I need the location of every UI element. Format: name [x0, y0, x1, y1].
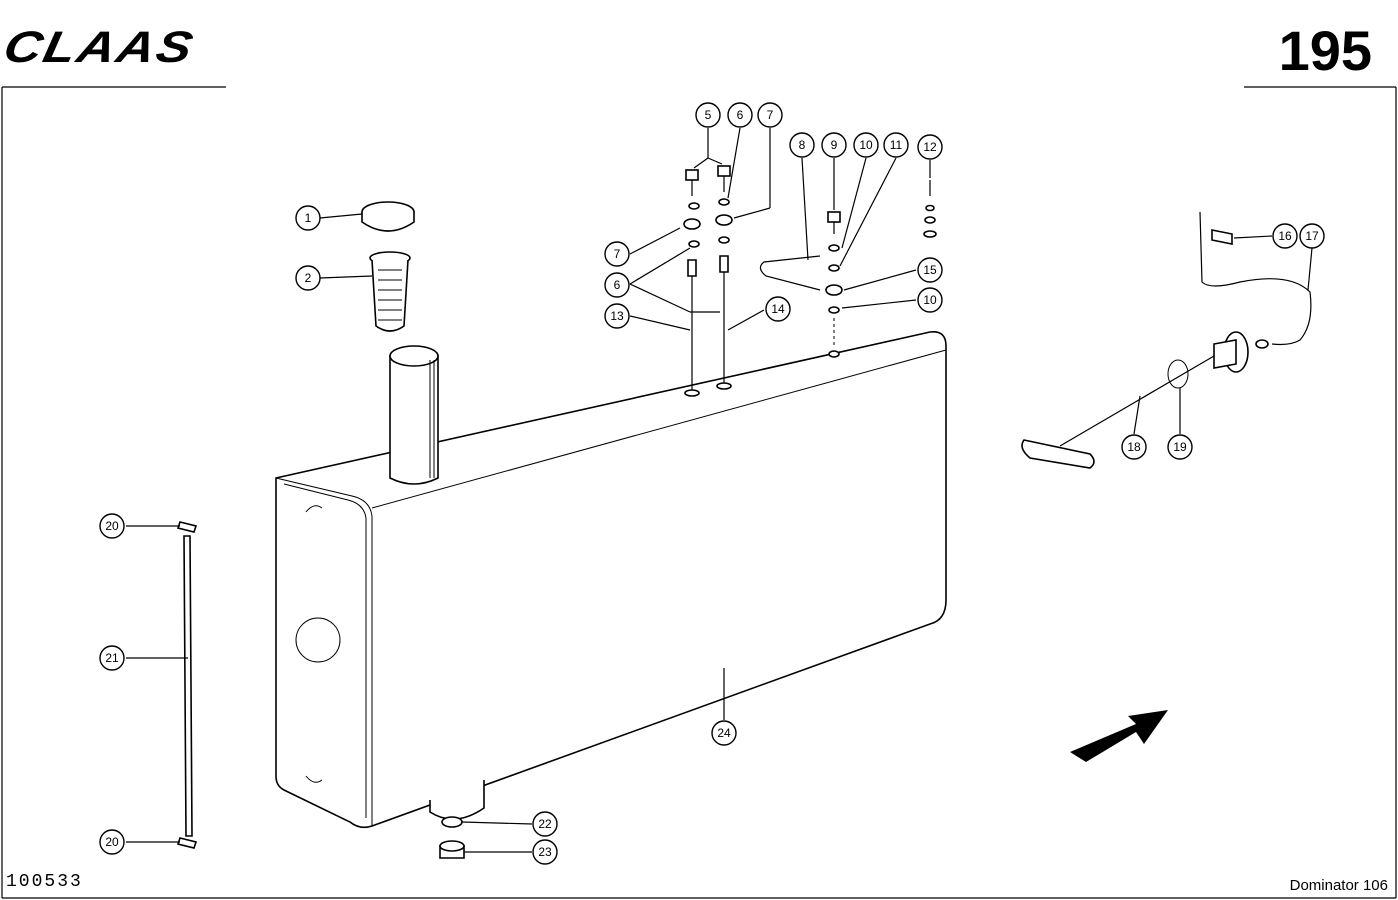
svg-text:7: 7 — [767, 108, 774, 122]
svg-text:14: 14 — [771, 302, 785, 316]
svg-text:1: 1 — [305, 211, 312, 225]
callout-7-top: 7 — [757, 102, 783, 128]
callout-24: 24 — [711, 720, 737, 746]
direction-arrow — [1070, 710, 1168, 762]
svg-text:12: 12 — [923, 140, 937, 154]
callout-22: 22 — [532, 811, 558, 837]
callout-1: 1 — [295, 205, 321, 231]
callout-12: 12 — [917, 134, 943, 160]
callout-20-top: 20 — [99, 513, 125, 539]
machine-model: Dominator 106 — [1289, 877, 1388, 894]
callout-15: 15 — [917, 257, 943, 283]
svg-text:2: 2 — [305, 271, 312, 285]
callout-17: 17 — [1299, 223, 1325, 249]
callout-2: 2 — [295, 265, 321, 291]
leader-lines — [126, 127, 1313, 853]
return-line-fittings — [759, 180, 937, 358]
filler-strainer — [369, 251, 411, 332]
callout-21: 21 — [99, 645, 125, 671]
callout-10-top: 10 — [853, 132, 879, 158]
svg-text:24: 24 — [717, 726, 731, 740]
callout-19: 19 — [1167, 434, 1193, 460]
svg-text:20: 20 — [105, 519, 119, 533]
svg-text:22: 22 — [538, 817, 552, 831]
svg-text:6: 6 — [614, 278, 621, 292]
svg-text:15: 15 — [923, 263, 937, 277]
svg-text:16: 16 — [1278, 229, 1292, 243]
svg-text:11: 11 — [890, 138, 903, 152]
callout-13: 13 — [604, 303, 630, 329]
svg-text:5: 5 — [705, 108, 712, 122]
svg-text:6: 6 — [737, 108, 744, 122]
svg-text:8: 8 — [799, 138, 806, 152]
fastener-group — [683, 165, 733, 397]
callout-6-left: 6 — [604, 272, 630, 298]
callout-10-right: 10 — [917, 287, 943, 313]
callout-18: 18 — [1121, 434, 1147, 460]
tank-port — [295, 617, 341, 663]
filler-neck — [389, 345, 439, 485]
callout-5: 5 — [695, 102, 721, 128]
fuel-level-sender — [1021, 211, 1312, 469]
callout-8: 8 — [789, 132, 815, 158]
callout-23: 23 — [532, 839, 558, 865]
svg-text:17: 17 — [1305, 229, 1319, 243]
svg-text:13: 13 — [610, 309, 624, 323]
svg-text:23: 23 — [538, 845, 552, 859]
svg-text:10: 10 — [859, 138, 873, 152]
page-number: 195 — [1278, 19, 1372, 82]
drawing-number: 100533 — [6, 872, 83, 892]
callout-7-left: 7 — [604, 241, 630, 267]
svg-text:10: 10 — [923, 293, 937, 307]
callout-11: 11 — [883, 132, 909, 158]
tank-cap — [361, 201, 415, 232]
vent-hose — [176, 521, 198, 849]
drain-plug — [439, 816, 465, 859]
callout-14: 14 — [765, 296, 791, 322]
callout-6-top: 6 — [727, 102, 753, 128]
callout-16: 16 — [1272, 223, 1298, 249]
callout-9: 9 — [821, 132, 847, 158]
fuel-tank — [275, 330, 947, 829]
svg-text:9: 9 — [831, 138, 838, 152]
svg-text:21: 21 — [105, 651, 119, 665]
svg-text:18: 18 — [1127, 440, 1141, 454]
svg-text:7: 7 — [614, 247, 621, 261]
callout-20-bottom: 20 — [99, 829, 125, 855]
svg-text:20: 20 — [105, 835, 119, 849]
svg-text:19: 19 — [1173, 440, 1187, 454]
